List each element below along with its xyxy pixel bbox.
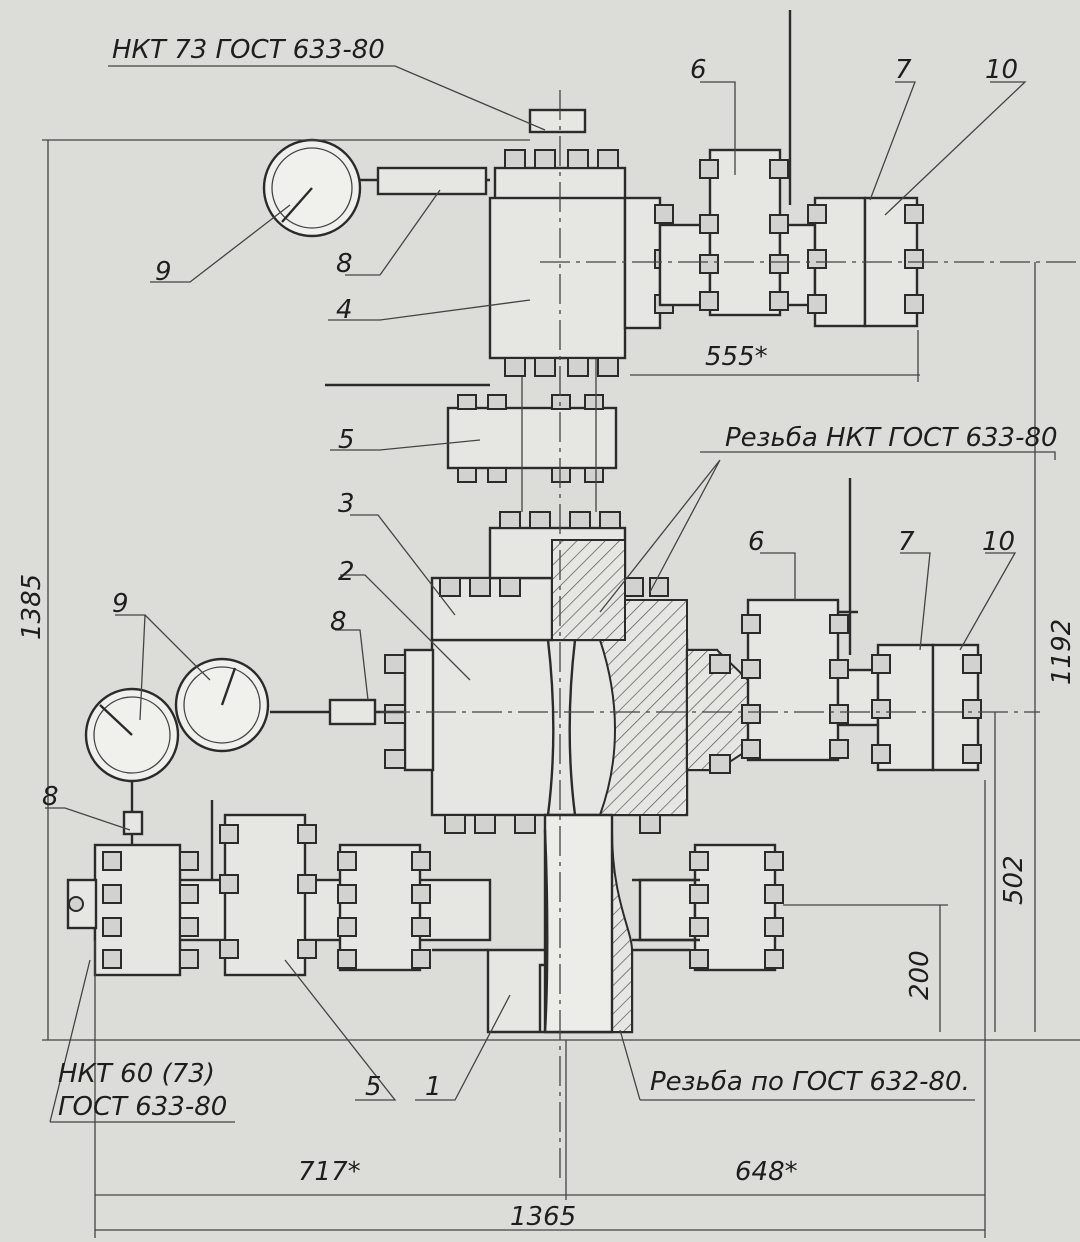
part-4: 4: [336, 295, 353, 325]
label-tubing-left-1: НКТ 60 (73): [58, 1059, 215, 1089]
label-tubing-left-2: ГОСТ 633-80: [58, 1092, 227, 1122]
dim-left-span: 717*: [298, 1157, 361, 1187]
bolts-right-valves: [741, 614, 982, 764]
part-2: 2: [338, 557, 355, 587]
label-thread-gost632: Резьба по ГОСТ 632-80.: [650, 1067, 970, 1097]
dim-right-height: 1192: [1047, 619, 1077, 685]
part-10-top: 10: [985, 55, 1018, 85]
top-gauge: [262, 138, 490, 238]
part-5-top: 5: [338, 425, 355, 455]
part-7-top: 7: [895, 55, 912, 85]
dim-total-height: 1385: [17, 574, 47, 640]
part-3: 3: [338, 489, 355, 519]
dim-total-width: 1365: [510, 1202, 576, 1232]
crosspiece-2: [403, 599, 749, 817]
top-right-valves: [658, 10, 924, 328]
part-5-bottom: 5: [365, 1072, 382, 1102]
part-8-mid: 8: [330, 607, 347, 637]
part-8-top: 8: [336, 249, 353, 279]
part-7-right: 7: [898, 527, 915, 557]
leader-lines: [45, 65, 1056, 1123]
part-8-left: 8: [42, 782, 59, 812]
part-6-right: 6: [748, 527, 765, 557]
right-main-valves: [746, 478, 980, 772]
dim-top-span: 555*: [705, 342, 768, 372]
bolts-left-valves: [102, 824, 784, 969]
dimension-lines: [42, 139, 1080, 1238]
center-lines: [380, 90, 1080, 1180]
dim-right-mid: 502: [999, 855, 1029, 905]
adapter-3: [430, 526, 627, 642]
dimension-labels: 1385 1192 502 200 555* 717* 648* 1365: [17, 342, 1077, 1232]
part-10-right: 10: [982, 527, 1015, 557]
part-9-top: 9: [155, 257, 172, 287]
part-6-top: 6: [690, 55, 707, 85]
dim-right-span: 648*: [735, 1157, 798, 1187]
lower-gauges: [84, 657, 405, 880]
top-body-4: [488, 108, 674, 377]
lower-spool: [543, 813, 614, 1034]
label-tubing-top: НКТ 73 ГОСТ 633-80: [112, 35, 385, 65]
bolts-lower: [384, 511, 731, 834]
part-1: 1: [425, 1072, 442, 1102]
part-9-left: 9: [112, 589, 129, 619]
label-thread-tubing: Резьба НКТ ГОСТ 633-80: [725, 423, 1058, 453]
part-number-labels: 1 2 3 4 5 5 6 6 7 7 8 8 8 9 9 10 10: [42, 55, 1018, 1102]
lower-flange-5: [325, 358, 618, 512]
callout-labels: НКТ 73 ГОСТ 633-80 Резьба НКТ ГОСТ 633-8…: [58, 35, 1058, 1122]
dim-right-low: 200: [905, 950, 935, 1000]
